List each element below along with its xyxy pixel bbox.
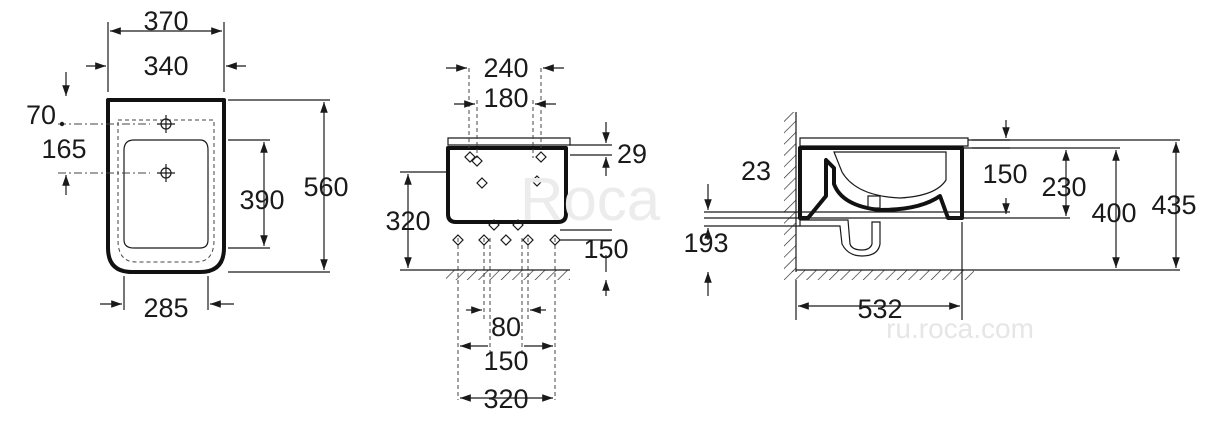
dim-320-width: 320 — [483, 384, 528, 414]
dim-435: 435 — [1151, 190, 1196, 220]
dim-340: 340 — [143, 51, 188, 81]
side-floor-hatch — [784, 270, 974, 280]
rear-floor-hatch — [446, 270, 570, 280]
side-bowl-line — [833, 151, 947, 199]
dim-285: 285 — [143, 293, 188, 323]
front-bowl-outline — [123, 139, 209, 249]
dim-150-width: 150 — [483, 346, 528, 376]
dim-150-side: 150 — [982, 159, 1027, 189]
dim-150-height: 150 — [583, 234, 628, 264]
side-seat-lid — [799, 137, 969, 147]
rear-bidet-outline — [446, 146, 568, 224]
dim-193: 193 — [683, 228, 728, 258]
dim-70: 70 — [26, 100, 56, 130]
rear-fixing-point-icon — [452, 151, 561, 246]
rear-view: 240 180 29 320 150 80 150 320 — [385, 53, 647, 414]
dim-165: 165 — [41, 134, 86, 164]
dim-180: 180 — [483, 83, 528, 113]
dim-29: 29 — [617, 139, 647, 169]
front-tap-hole-icon — [157, 115, 175, 133]
dim-230: 230 — [1041, 172, 1086, 202]
front-inner-dashed-outline — [117, 119, 215, 263]
side-bidet-outline — [798, 146, 964, 220]
dim-400: 400 — [1091, 198, 1136, 228]
side-view: 23 150 230 400 435 193 532 — [683, 112, 1197, 324]
watermark-logo: Roca — [520, 166, 661, 233]
dim-560: 560 — [303, 172, 348, 202]
side-wall-hatch — [784, 112, 796, 272]
dim-320-height: 320 — [385, 206, 430, 236]
dim-240: 240 — [483, 53, 528, 83]
side-waste-pipe — [799, 219, 881, 257]
dim-390: 390 — [239, 185, 284, 215]
dim-532: 532 — [857, 294, 902, 324]
front-drain-hole-icon — [157, 164, 175, 182]
dim-80: 80 — [491, 312, 521, 342]
front-view: 370 340 70 165 390 560 285 — [26, 6, 349, 323]
rear-seat-lid — [447, 137, 571, 146]
front-bidet-outline — [106, 98, 226, 274]
watermark-site: ru.roca.com — [886, 313, 1034, 344]
dim-23: 23 — [741, 156, 771, 186]
dim-370: 370 — [143, 6, 188, 36]
